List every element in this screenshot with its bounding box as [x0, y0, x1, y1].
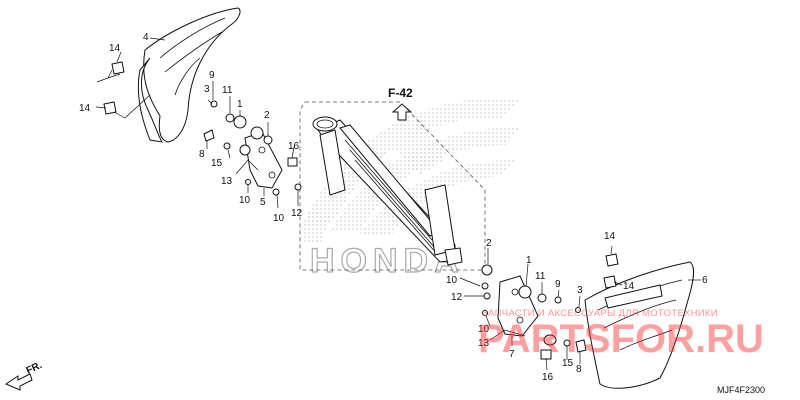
callout: 14 [604, 231, 616, 242]
clip-icon [111, 61, 125, 75]
screw-icon [272, 188, 280, 196]
lower-callouts: 2 10 12 1 11 9 3 14 14 6 10 13 7 15 8 16 [446, 231, 708, 383]
clip-icon [603, 275, 617, 289]
grommet-icon [543, 334, 557, 346]
nut-icon [294, 183, 302, 191]
callout: 8 [576, 364, 582, 375]
washer-icon [225, 113, 235, 123]
washer-icon [223, 142, 231, 150]
callout: 3 [204, 84, 210, 95]
lower-bracket [497, 275, 539, 337]
bolt-icon [203, 129, 215, 142]
callout: 15 [562, 358, 574, 369]
callout: 9 [555, 279, 561, 290]
diagram-code: MJF4F2300 [717, 385, 765, 395]
partsfor-watermark: ЗАПЧАСТИ И АКСЕССУАРЫ ДЛЯ МОТОТЕХНИКИ PA… [478, 308, 764, 361]
callout: 7 [509, 349, 515, 360]
callout: 14 [79, 103, 91, 114]
callout: 10 [273, 213, 285, 224]
grommet-icon [233, 115, 247, 129]
bolt-icon [554, 296, 562, 304]
callout: 9 [209, 70, 215, 81]
callout: 11 [222, 85, 233, 96]
front-arrow-icon [4, 373, 33, 391]
washer-icon [537, 293, 547, 303]
callout: 13 [478, 338, 490, 349]
callout: 5 [260, 197, 266, 208]
washer-icon [483, 292, 491, 300]
clip-icon [605, 253, 619, 267]
radiator [312, 116, 463, 266]
collar-icon [250, 126, 264, 140]
nut-icon [263, 135, 273, 145]
lower-leader-lines [459, 245, 701, 371]
upper-callouts: 14 4 14 9 3 11 1 2 8 15 16 13 10 5 10 12 [79, 32, 303, 224]
honda-wing-watermark [300, 98, 520, 245]
nut-icon [481, 282, 489, 290]
callout: 11 [535, 271, 546, 282]
screw-icon [245, 179, 251, 185]
callout: 10 [239, 195, 251, 206]
clip-icon [103, 101, 117, 115]
reference-label: F-42 [388, 86, 413, 100]
bolt-icon [575, 339, 587, 353]
callout: 10 [446, 275, 458, 286]
callout: 16 [288, 141, 300, 152]
callout: 13 [221, 176, 233, 187]
callout: 6 [702, 275, 708, 286]
callout: 1 [237, 99, 243, 110]
callout: 2 [264, 110, 270, 121]
callout: 3 [577, 285, 583, 296]
screw-icon [575, 307, 581, 313]
callout: 16 [542, 372, 554, 383]
collar-icon [481, 264, 493, 276]
watermark-tagline: ЗАПЧАСТИ И АКСЕССУАРЫ ДЛЯ МОТОТЕХНИКИ [482, 308, 718, 319]
callout: 1 [526, 255, 532, 266]
callout: 15 [211, 158, 223, 169]
grommet-icon [239, 144, 251, 156]
callout: 12 [291, 208, 303, 219]
front-direction-arrow: FR. [4, 360, 44, 391]
callout: 4 [143, 32, 149, 43]
upper-bracket [244, 131, 283, 189]
screw-icon [482, 310, 488, 316]
callout: 2 [486, 238, 492, 249]
callout: 14 [623, 281, 635, 292]
bolt-icon [210, 100, 218, 108]
upper-shroud [137, 7, 241, 143]
clip-nut-icon [287, 157, 298, 167]
callout: 8 [199, 149, 205, 160]
callout: 10 [478, 324, 490, 335]
callout: 12 [451, 292, 463, 303]
callout: 14 [109, 43, 121, 54]
front-label: FR. [25, 360, 44, 377]
lower-shroud [584, 261, 695, 389]
upper-leader-lines [95, 37, 299, 209]
watermark-brand: PARTSFOR.RU [478, 317, 764, 361]
grommet-icon [518, 285, 532, 299]
